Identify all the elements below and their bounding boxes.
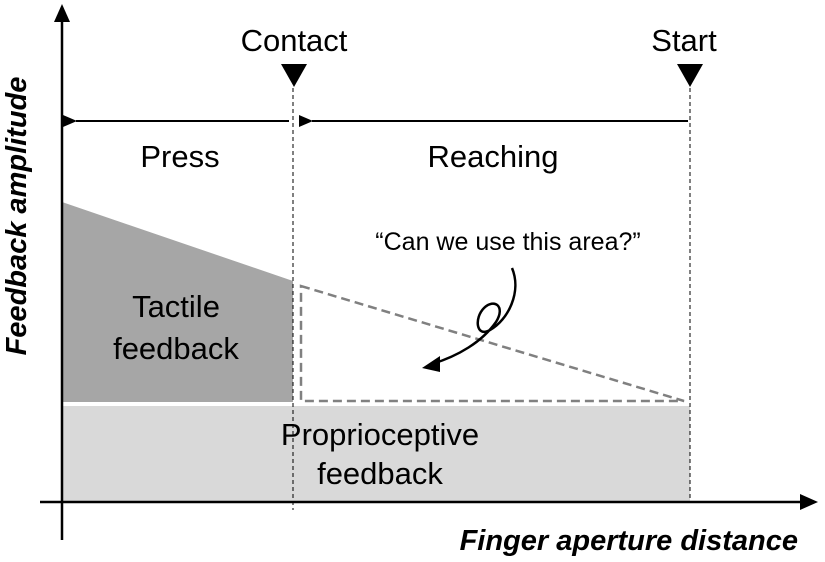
start-label: Start [651,23,717,58]
proprioceptive-region [62,406,690,502]
curly-pointer-arrowhead [422,356,440,372]
tactile-label-line2: feedback [113,331,239,366]
proprioceptive-label-line1: Proprioceptive [281,417,479,452]
y-axis-label: Feedback amplitude [1,77,33,356]
tactile-region [62,202,293,402]
start-marker-icon [677,64,703,87]
x-axis-arrowhead [800,494,818,510]
y-axis-arrowhead [54,4,70,22]
press-label: Press [140,139,219,174]
tactile-label-line1: Tactile [132,289,220,324]
contact-label: Contact [241,23,348,58]
proprioceptive-label-line2: feedback [317,456,443,491]
reaching-label: Reaching [428,139,559,174]
x-axis-label: Finger aperture distance [460,525,798,557]
reaching-area-outline [299,284,685,403]
curly-pointer-arrow [431,267,517,366]
contact-marker-icon [281,64,307,87]
question-label: “Can we use this area?” [375,228,640,256]
